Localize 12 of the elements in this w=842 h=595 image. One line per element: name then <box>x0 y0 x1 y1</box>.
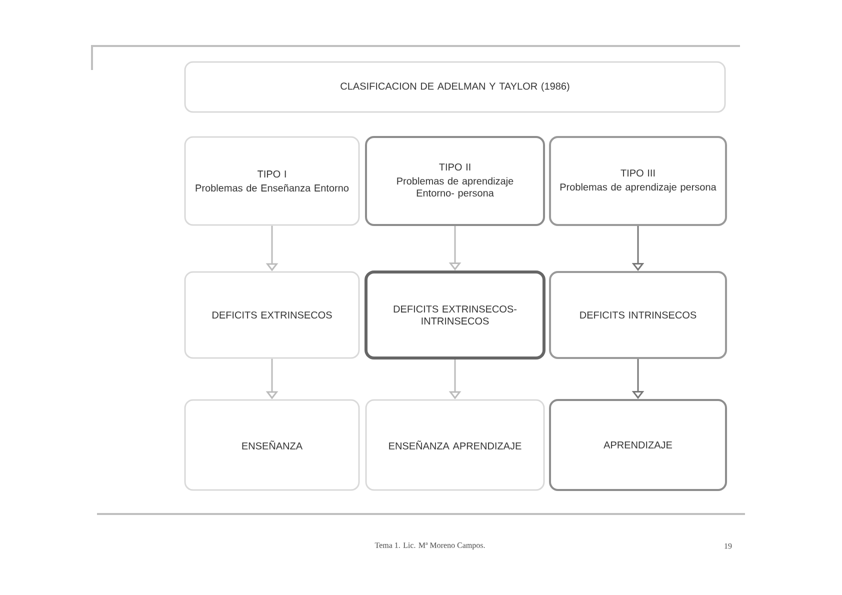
process-box: ENSEÑANZA <box>184 399 360 491</box>
title-box: CLASIFICACION DE ADELMAN Y TAYLOR (1986) <box>184 61 726 113</box>
process-box: TIPO II Problemas de aprendizaje Entorno- persona <box>365 136 545 226</box>
process-box: TIPO III Problemas de aprendizaje persona <box>549 136 727 226</box>
process-box: DEFICITS EXTRINSECOS- INTRINSECOS <box>364 270 546 360</box>
process-box: ENSEÑANZA APRENDIZAJE <box>365 399 545 491</box>
process-box: APRENDIZAJE <box>549 399 727 491</box>
process-box: DEFICITS INTRINSECOS <box>549 271 727 359</box>
process-box: DEFICITS EXTRINSECOS <box>184 271 360 359</box>
footer-text: Tema 1. Lic. Mª Moreno Campos. <box>374 542 485 550</box>
page-number: 19 <box>724 543 732 549</box>
process-box: TIPO I Problemas de Enseñanza Entorno <box>184 136 360 226</box>
